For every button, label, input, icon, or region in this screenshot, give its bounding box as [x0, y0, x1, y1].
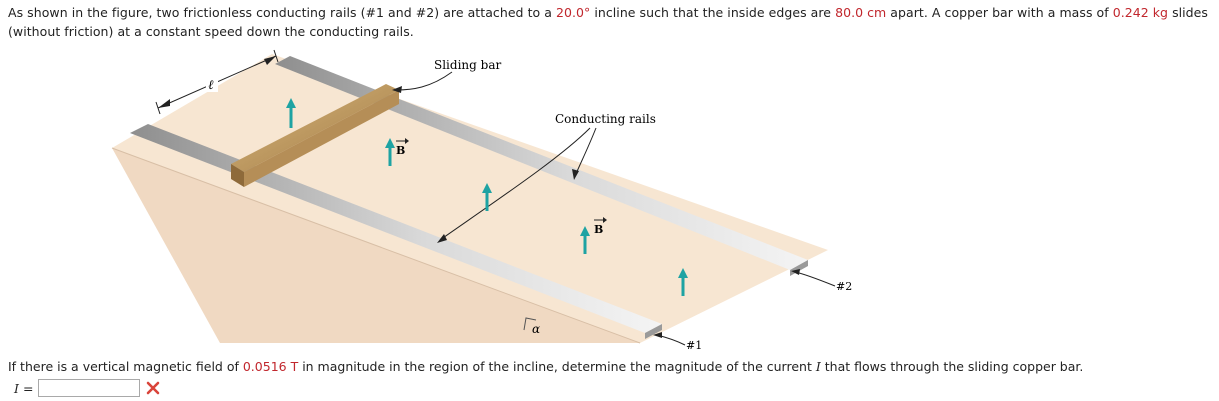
incline-figure: ℓ Sliding bar Conducting rails B B #2 #1…: [100, 48, 860, 358]
problem-statement: As shown in the figure, two frictionless…: [8, 3, 1214, 41]
b-field-arrow: [678, 268, 688, 296]
mass-value: 0.242 kg: [1112, 5, 1169, 20]
rail-2: [275, 56, 808, 270]
answer-row: I =: [8, 379, 160, 397]
rail-1-end: [645, 324, 662, 339]
b-vector-arrow-icon: [396, 138, 409, 144]
length-label: ℓ: [208, 78, 214, 93]
field-value: 0.0516 T: [242, 359, 299, 374]
rails-leader-1-head: [437, 234, 447, 243]
b-field-label: B: [594, 223, 603, 236]
sliding-bar-leader-head: [392, 86, 402, 93]
b-field-arrow: [580, 226, 590, 254]
problem-text-2: incline such that the inside edges are: [590, 5, 836, 20]
b-field-arrow: [482, 183, 492, 211]
rails-leader-2-head: [572, 169, 579, 180]
separation-value: 80.0 cm: [835, 5, 887, 20]
question-text-1: If there is a vertical magnetic field of: [8, 359, 243, 374]
incline-diagram: ℓ Sliding bar Conducting rails B B #2 #1…: [111, 49, 852, 352]
alpha-label: α: [532, 322, 540, 336]
sliding-bar-top: [231, 84, 399, 172]
rails-leader-1: [439, 127, 591, 241]
rail-1-label: #1: [686, 339, 702, 352]
rail-2-leader-head: [791, 269, 800, 275]
current-answer-input[interactable]: [38, 379, 141, 397]
sliding-bar-label: Sliding bar: [434, 58, 501, 72]
length-tick-right: [273, 49, 279, 63]
current-variable: I: [815, 359, 821, 374]
length-arrowhead-right: [264, 56, 276, 65]
sliding-bar-side: [231, 164, 244, 187]
b-field-arrow: [385, 138, 395, 166]
question-text: If there is a vertical magnetic field of…: [8, 359, 1214, 374]
sliding-bar-front: [244, 90, 399, 187]
rail-2-label: #2: [836, 280, 852, 293]
question-text-3: that flows through the sliding copper ba…: [820, 359, 1084, 374]
question-text-2: in magnitude in the region of the inclin…: [298, 359, 816, 374]
problem-text-1: As shown in the figure, two frictionless…: [8, 5, 556, 20]
alpha-angle-mark: [523, 317, 537, 331]
sliding-bar-leader: [395, 71, 453, 91]
rail-2-leader: [794, 271, 836, 287]
rail-1-leader-head: [653, 332, 662, 338]
conducting-rails-label: Conducting rails: [555, 112, 656, 126]
answer-equals: =: [22, 380, 34, 396]
length-arrowhead-left: [158, 99, 170, 108]
length-label-bg: [206, 78, 218, 92]
angle-value: 20.0°: [555, 5, 591, 20]
incorrect-x-icon: [147, 381, 160, 395]
b-field-arrow: [286, 98, 296, 128]
answer-label: I: [14, 380, 19, 396]
b-field-label: B: [396, 144, 405, 157]
b-vector-arrow-icon: [594, 217, 607, 223]
incline-edge: [111, 147, 641, 344]
problem-text-4: slides (without friction) at a constant …: [8, 5, 1208, 39]
problem-text-3: apart. A copper bar with a mass of: [886, 5, 1113, 20]
length-tick-left: [155, 101, 161, 115]
